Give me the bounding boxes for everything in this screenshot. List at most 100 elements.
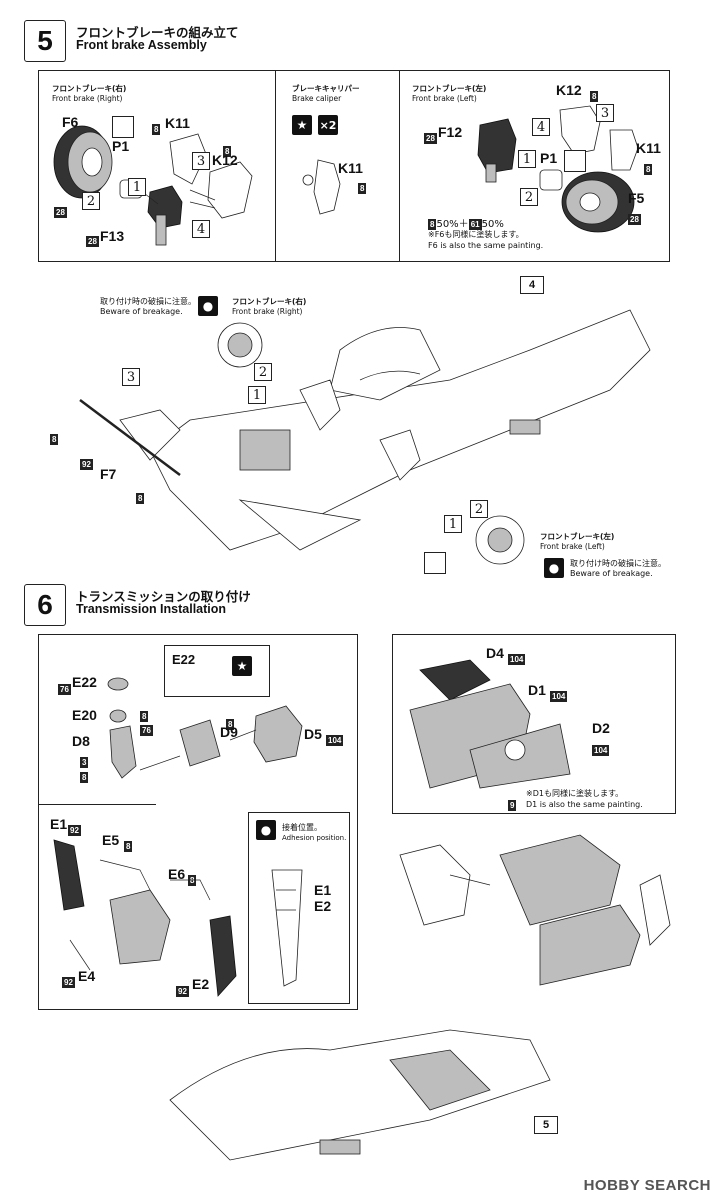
no-glue-icon-main (424, 552, 446, 574)
main-front-brake-right-jp: フロントブレーキ(右) (232, 297, 307, 306)
color-note-part1: 50%＋ (436, 219, 469, 230)
star-icon-e22: ★ (232, 656, 252, 676)
times-two-badge: ×2 (318, 115, 338, 135)
same-paint-jp: ※F6も同様に塗装します。 (428, 230, 524, 239)
code-8-rod-a: 8 (50, 434, 59, 445)
part-e1: E1 (50, 816, 68, 832)
code-104-d2: 104 (592, 745, 610, 756)
part-e5: E5 (102, 832, 120, 848)
code-9-paint: 9 (508, 800, 517, 811)
front-brake-right-label-jp: フロントブレーキ(右) (52, 84, 127, 93)
part-e6: E6 (168, 866, 186, 882)
ref-step-5-box: 5 (534, 1116, 558, 1134)
caution-en: Beware of breakage. (100, 307, 183, 316)
transmission-case-drawing (409, 659, 571, 789)
part-e22: E22 (72, 674, 97, 690)
adhesion-part-e2: E2 (314, 898, 332, 914)
adhesion-jp: 接着位置。 (282, 823, 322, 832)
step-5-title-jp: フロントブレーキの組み立て (76, 25, 239, 40)
part-e20: E20 (72, 707, 97, 723)
code-92-e1: 92 (68, 825, 81, 836)
caution-jp: 取り付け時の破損に注意。 (100, 297, 196, 306)
color-code-a: 8 (428, 219, 437, 230)
code-8-e5: 8 (124, 841, 133, 852)
part-e4: E4 (78, 968, 96, 984)
part-d4: D4 (486, 645, 504, 661)
part-k12-right: K12 (212, 152, 238, 168)
main-front-brake-left-en: Front brake (Left) (540, 542, 605, 551)
part-e22-inset: E22 (172, 652, 196, 667)
step-4-marker: 4 (192, 220, 210, 238)
step-6-number: 6 (24, 584, 66, 626)
caliper-drawing (302, 159, 341, 215)
code-76-e20: 76 (140, 725, 153, 736)
no-glue-icon (112, 116, 134, 138)
part-k11-left: K11 (636, 140, 661, 156)
part-f7: F7 (100, 466, 117, 482)
step-5-number: 5 (24, 20, 66, 62)
main-front-brake-right-en: Front brake (Right) (232, 307, 303, 316)
code-8-k11-left: 8 (644, 164, 653, 175)
part-f6-right: F6 (62, 114, 79, 130)
step-1-marker: 1 (128, 178, 146, 196)
step-4-marker-left: 4 (532, 118, 550, 136)
code-104-d5: 104 (326, 735, 344, 746)
caution2-jp: 取り付け時の破損に注意。 (570, 559, 666, 568)
caution-icon-2: ● (544, 558, 564, 578)
code-8-k12-left: 8 (590, 91, 599, 102)
part-f12-left: F12 (438, 124, 463, 140)
code-28-f13: 28 (86, 236, 99, 247)
part-d2: D2 (592, 720, 610, 736)
color-code-b: 61 (468, 219, 482, 230)
caution-icon: ● (198, 296, 218, 316)
code-8-d9: 8 (226, 719, 235, 730)
front-brake-left-drawing (477, 105, 639, 233)
step-2-marker: 2 (82, 192, 100, 210)
step-6-title-jp: トランスミッションの取り付け (76, 589, 251, 604)
chassis-rear-drawing (169, 1029, 551, 1161)
no-glue-icon-left (564, 150, 586, 172)
step-3-marker: 3 (192, 152, 210, 170)
code-104-d4: 104 (508, 654, 526, 665)
d1-same-paint-en: D1 is also the same painting. (526, 800, 643, 809)
divider-2 (399, 71, 400, 261)
adhesion-icon: ● (256, 820, 276, 840)
code-28-f12: 28 (424, 133, 437, 144)
divider-1 (275, 71, 276, 261)
part-k11-caliper: K11 (338, 160, 363, 176)
code-92-rod: 92 (80, 459, 93, 470)
same-paint-en: F6 is also the same painting. (428, 241, 544, 250)
adhesion-part-e1: E1 (314, 882, 332, 898)
code-92-e2: 92 (176, 986, 189, 997)
transmission-install-drawing (399, 834, 671, 986)
part-d9: D9 (220, 724, 238, 740)
front-brake-right-label-en: Front brake (Right) (52, 94, 123, 103)
main-step-3-marker: 3 (122, 368, 140, 386)
d1-same-paint-jp: ※D1も同様に塗装します。 (526, 789, 624, 798)
code-8-k11: 8 (152, 124, 161, 135)
part-k12-left: K12 (556, 82, 582, 98)
code-8-d8: 8 (80, 772, 89, 783)
part-f5-left: F5 (628, 190, 645, 206)
diff-assembly-drawing (107, 677, 303, 779)
chassis-front-drawing (79, 309, 651, 565)
e22-inset (164, 645, 270, 697)
front-brake-left-label-jp: フロントブレーキ(左) (412, 84, 487, 93)
main-step-1-marker: 1 (248, 386, 266, 404)
adhesion-drawing (271, 869, 303, 987)
brake-caliper-label-en: Brake caliper (292, 94, 342, 103)
part-f13-right: F13 (100, 228, 125, 244)
main-step-2-marker-left: 2 (470, 500, 488, 518)
code-92-e4: 92 (62, 977, 75, 988)
step-3-marker-left: 3 (596, 104, 614, 122)
code-3-d8: 3 (80, 757, 89, 768)
code-104-d1: 104 (550, 691, 568, 702)
part-k11-right: K11 (165, 115, 190, 131)
code-76-e22: 76 (58, 684, 71, 695)
front-brake-left-label-en: Front brake (Left) (412, 94, 477, 103)
main-step-2-marker: 2 (254, 363, 272, 381)
code-8-rod-b: 8 (136, 493, 145, 504)
step-5-title-en: Front brake Assembly (76, 38, 207, 52)
left-panel-divider (38, 804, 156, 805)
